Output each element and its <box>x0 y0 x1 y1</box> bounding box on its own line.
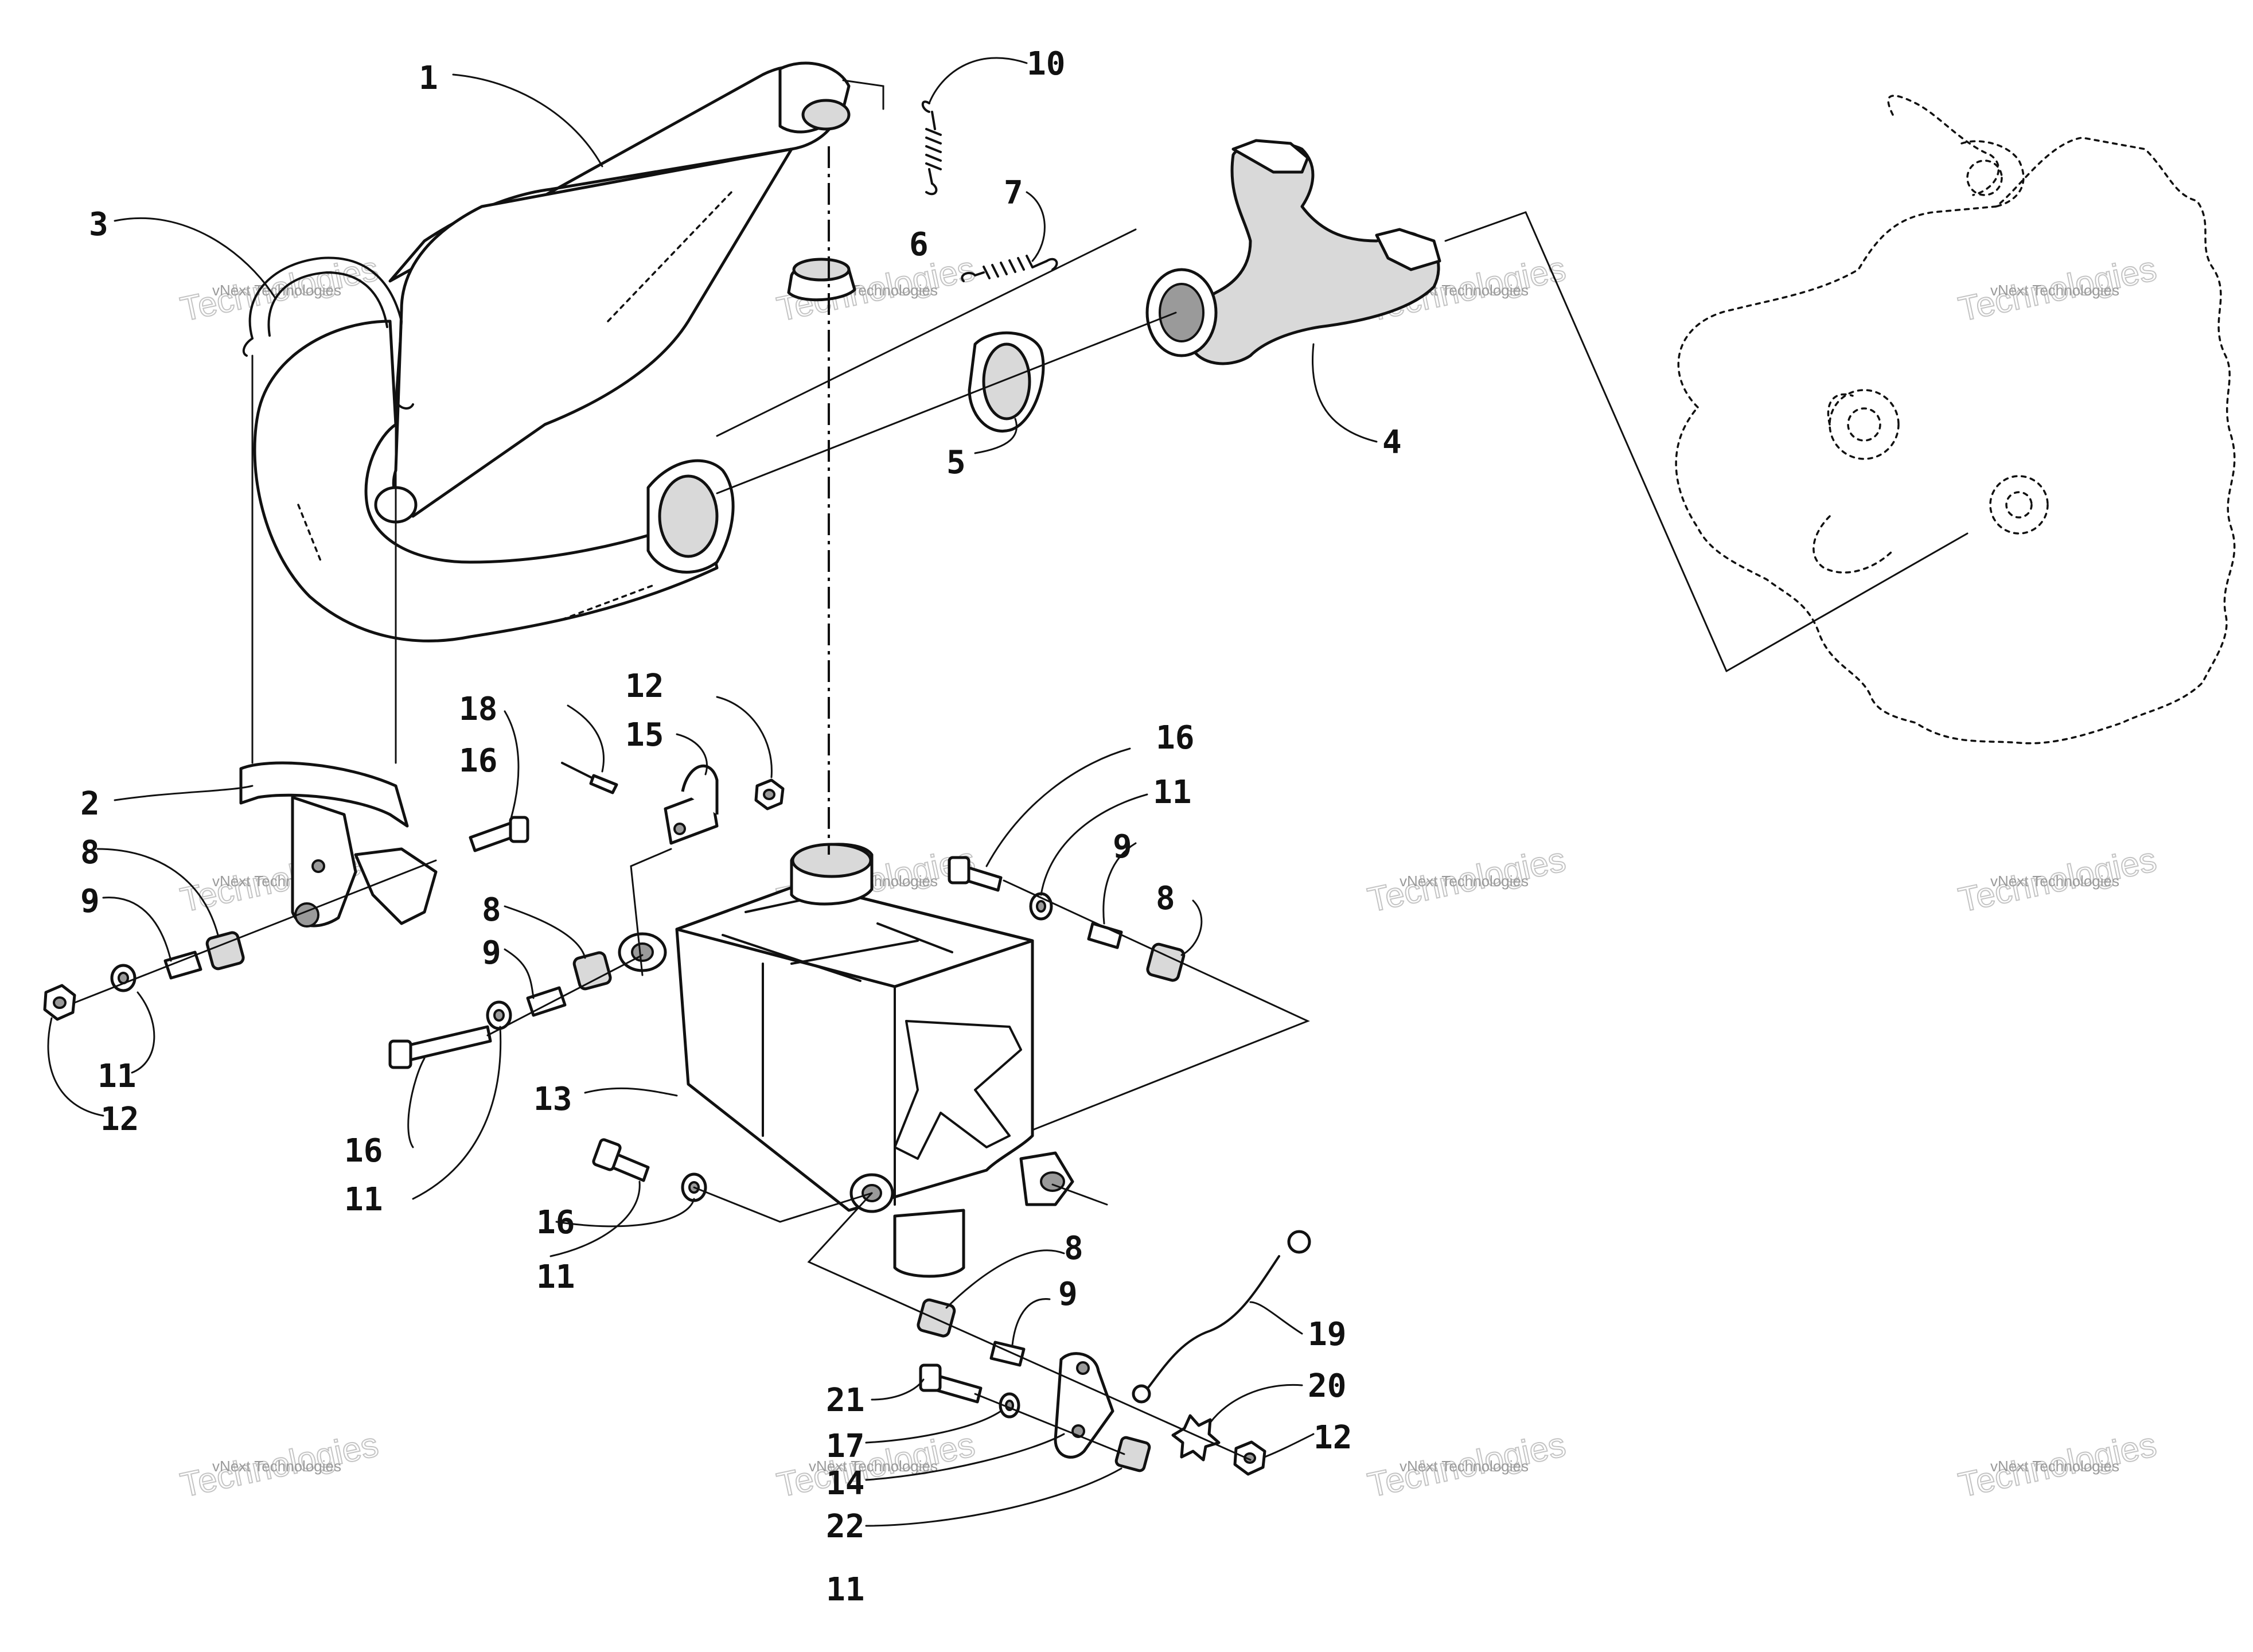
callout-9: 9 <box>80 883 100 920</box>
bracket-15 <box>664 764 719 845</box>
callout-16: 16 <box>536 1204 575 1241</box>
silencer-canister-13 <box>618 843 1074 1278</box>
callout-21: 21 <box>826 1382 864 1419</box>
callout-7: 7 <box>1004 174 1023 212</box>
callout-5: 5 <box>946 444 966 481</box>
watermark: Technologies vNext Technologies <box>1364 839 1570 919</box>
expansion-chamber <box>253 61 851 642</box>
callout-11: 11 <box>1153 774 1191 811</box>
svg-text:vNext Technologies: vNext Technologies <box>1990 1458 2119 1475</box>
svg-text:vNext Technologies: vNext Technologies <box>212 1458 341 1475</box>
callout-labels: 1 2 3 4 5 6 7 8 8 8 8 9 9 9 9 10 11 11 1… <box>80 45 1402 1608</box>
engine-outline <box>1675 95 2236 745</box>
svg-text:vNext Technologies: vNext Technologies <box>1400 1458 1529 1475</box>
manifold-to-engine-bracket <box>1725 532 1969 672</box>
svg-text:vNext Technologies: vNext Technologies <box>809 1458 938 1475</box>
callout-18: 18 <box>459 691 497 728</box>
callout-8: 8 <box>482 891 501 929</box>
callout-6: 6 <box>909 226 929 263</box>
callout-12: 12 <box>1313 1419 1352 1456</box>
callout-1: 1 <box>419 60 438 97</box>
watermark: Technologies vNext Technologies <box>177 1424 383 1505</box>
gasket-ring-5 <box>968 331 1045 433</box>
exhaust-manifold-4 <box>1145 139 1441 365</box>
callout-3: 3 <box>89 206 108 243</box>
callout-16: 16 <box>344 1132 383 1170</box>
callout-8: 8 <box>80 834 100 871</box>
callout-16: 16 <box>459 742 497 780</box>
callout-20: 20 <box>1308 1367 1346 1405</box>
watermark: Technologies vNext Technologies <box>1364 1424 1570 1505</box>
callout-22: 22 <box>826 1508 864 1545</box>
callout-14: 14 <box>826 1465 864 1502</box>
pin-18 <box>561 762 618 794</box>
callout-15: 15 <box>625 716 664 754</box>
manifold-to-engine-bracket <box>1444 211 1728 672</box>
hardware <box>43 778 1266 1476</box>
callout-11: 11 <box>344 1181 383 1218</box>
strap-clamp <box>242 256 414 410</box>
spring-7 <box>961 255 1058 282</box>
callout-4: 4 <box>1382 424 1402 461</box>
callout-8: 8 <box>1156 880 1175 917</box>
callout-9: 9 <box>1058 1276 1078 1313</box>
hanger-bracket-2 <box>239 761 438 928</box>
watermark: Technologies vNext Technologies <box>773 1424 979 1505</box>
svg-text:vNext Technologies: vNext Technologies <box>1990 282 2119 299</box>
svg-text:vNext Technologies: vNext Technologies <box>1400 872 1529 890</box>
plate-14 <box>1054 1352 1114 1459</box>
callout-19: 19 <box>1308 1316 1346 1353</box>
watermark: Technologies vNext Technologies <box>1955 1424 2161 1505</box>
callout-12: 12 <box>100 1101 139 1138</box>
callout-10: 10 <box>1027 45 1065 83</box>
callout-2: 2 <box>80 785 100 823</box>
ground-wire-19 <box>1132 1230 1311 1404</box>
callout-11: 11 <box>536 1259 575 1296</box>
leader-lines <box>47 57 1378 1527</box>
watermark: Technologies vNext Technologies <box>1955 248 2161 329</box>
callout-13: 13 <box>533 1081 572 1118</box>
grommet-6 <box>787 258 856 302</box>
callout-11: 11 <box>826 1571 864 1608</box>
callout-9: 9 <box>1113 828 1132 866</box>
watermark: Technologies vNext Technologies <box>1955 839 2161 919</box>
callout-12: 12 <box>625 668 664 705</box>
callout-8: 8 <box>1064 1230 1083 1267</box>
callout-9: 9 <box>482 934 501 972</box>
svg-text:vNext Technologies: vNext Technologies <box>1990 872 2119 890</box>
spring-10 <box>921 100 942 196</box>
callout-11: 11 <box>98 1058 136 1095</box>
callout-16: 16 <box>1156 719 1194 757</box>
assembly-lines <box>73 79 1310 1461</box>
callout-17: 17 <box>826 1428 864 1465</box>
